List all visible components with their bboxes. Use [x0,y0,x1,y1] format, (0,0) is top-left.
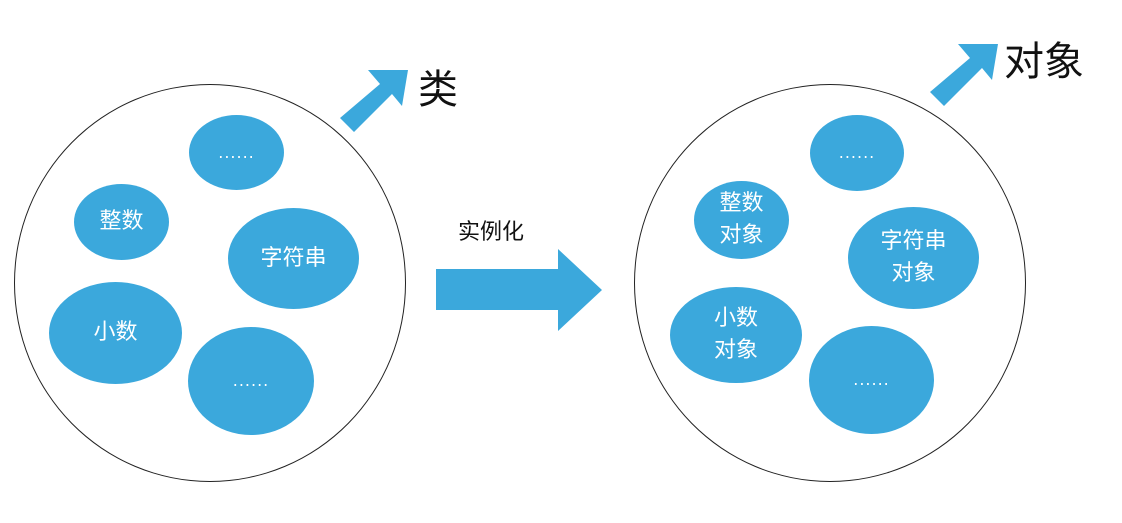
class-integer-label: 整数 [99,209,144,235]
object-decimal: 小数 对象 [670,287,802,383]
class-more-top: ...... [189,115,284,190]
instantiate-arrow-icon [436,249,602,331]
instantiate-label: 实例化 [458,220,525,245]
object-more-bottom-label: ...... [853,370,890,390]
class-more-bottom-label: ...... [232,371,270,391]
object-integer: 整数 对象 [694,181,789,259]
class-title: 类 [418,67,458,113]
object-more-bottom: ...... [809,326,934,434]
class-pointer-arrow-icon [340,70,408,132]
class-string-label: 字符串 [260,245,327,271]
object-string-line2: 对象 [891,261,936,286]
object-string-line1: 字符串 [880,229,947,255]
class-decimal: 小数 [49,282,182,384]
object-more-top: ...... [810,115,904,191]
class-more-top-label: ...... [218,142,255,162]
class-decimal-label: 小数 [93,320,138,346]
class-more-bottom: ...... [188,327,314,435]
object-more-top-label: ...... [838,143,876,163]
object-title: 对象 [1004,39,1084,85]
object-decimal-line1: 小数 [713,306,758,332]
object-pointer-arrow-icon [930,44,998,106]
object-integer-line2: 对象 [719,223,764,248]
object-string: 字符串 对象 [848,207,979,309]
object-integer-line1: 整数 [719,191,764,217]
class-string: 字符串 [228,208,359,309]
class-integer: 整数 [74,184,169,260]
object-decimal-line2: 对象 [713,338,758,363]
